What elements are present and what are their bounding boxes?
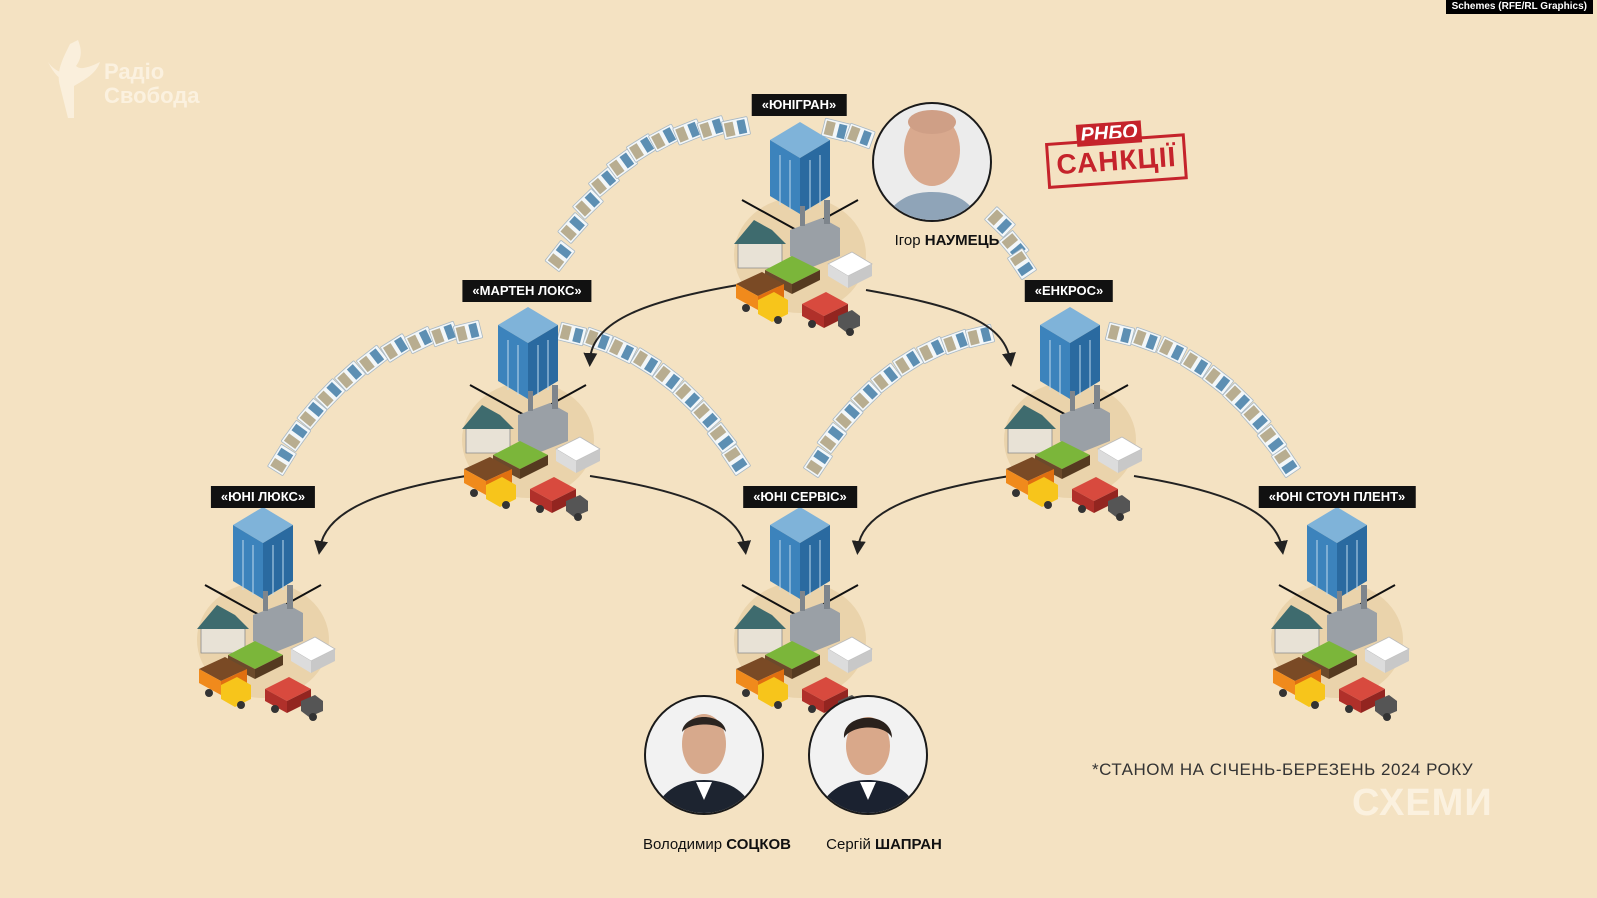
radio-svoboda-logo-icon — [48, 40, 100, 118]
hub-uni-lux — [196, 506, 336, 722]
label-enkros: «ЕНКРОС» — [1024, 280, 1114, 302]
portrait-naumets — [872, 102, 992, 222]
portrait-sotskov — [644, 695, 764, 815]
last-name-shapran: ШАПРАН — [875, 836, 942, 853]
logo-line-2: Свобода — [104, 83, 200, 108]
label-uni-lux: «ЮНІ ЛЮКС» — [210, 486, 316, 508]
first-name-sotskov: Володимир — [642, 836, 723, 853]
last-name-sotskov: СОЦКОВ — [726, 836, 792, 853]
last-name-naumets: НАУМЕЦЬ — [924, 232, 1000, 249]
name-shapran: Сергій ШАПРАН — [826, 836, 942, 853]
arrow-enkros-to-unistone — [1133, 475, 1288, 555]
logo-line-1: Радіо — [104, 59, 165, 84]
first-name-shapran: Сергій — [826, 836, 871, 853]
label-unigran: «ЮНІГРАН» — [751, 94, 847, 116]
money-arc-marten-left — [266, 319, 484, 477]
label-uni-stone: «ЮНІ СТОУН ПЛЕНТ» — [1258, 486, 1416, 508]
arrow-marten-to-unilux — [314, 475, 467, 555]
portrait-shapran — [808, 695, 928, 815]
label-uni-service: «ЮНІ СЕРВІС» — [743, 486, 857, 508]
money-arc-unigran-marten — [544, 114, 752, 273]
hub-uni-stone — [1270, 506, 1410, 722]
arrow-enkros-to-uniservice — [851, 475, 1011, 555]
arrow-marten-to-uniservice — [589, 475, 752, 555]
arrow-unigran-to-enkros — [865, 289, 1016, 367]
hub-uni-service — [733, 506, 873, 722]
hub-unigran — [733, 121, 873, 337]
name-sotskov: Володимир СОЦКОВ — [643, 836, 791, 853]
arrow-unigran-to-marten — [583, 284, 739, 367]
label-marten-lux: «МАРТЕН ЛОКС» — [462, 280, 592, 302]
source-credit: Schemes (RFE/RL Graphics) — [1445, 0, 1593, 14]
stamp-main-text: САНКЦІЇ — [1044, 133, 1188, 189]
schemy-watermark: СХЕМИ — [1352, 782, 1493, 824]
name-naumets: Ігор НАУМЕЦЬ — [895, 232, 1000, 249]
footnote: *СТАНОМ НА СІЧЕНЬ-БЕРЕЗЕНЬ 2024 РОКУ — [1092, 760, 1474, 779]
first-name-naumets: Ігор — [894, 232, 921, 249]
sanctions-stamp: РНБО САНКЦІЇ — [1044, 117, 1192, 193]
radio-svoboda-logo: Радіо Свобода — [104, 60, 200, 108]
money-arc-enkros-left — [802, 323, 996, 479]
